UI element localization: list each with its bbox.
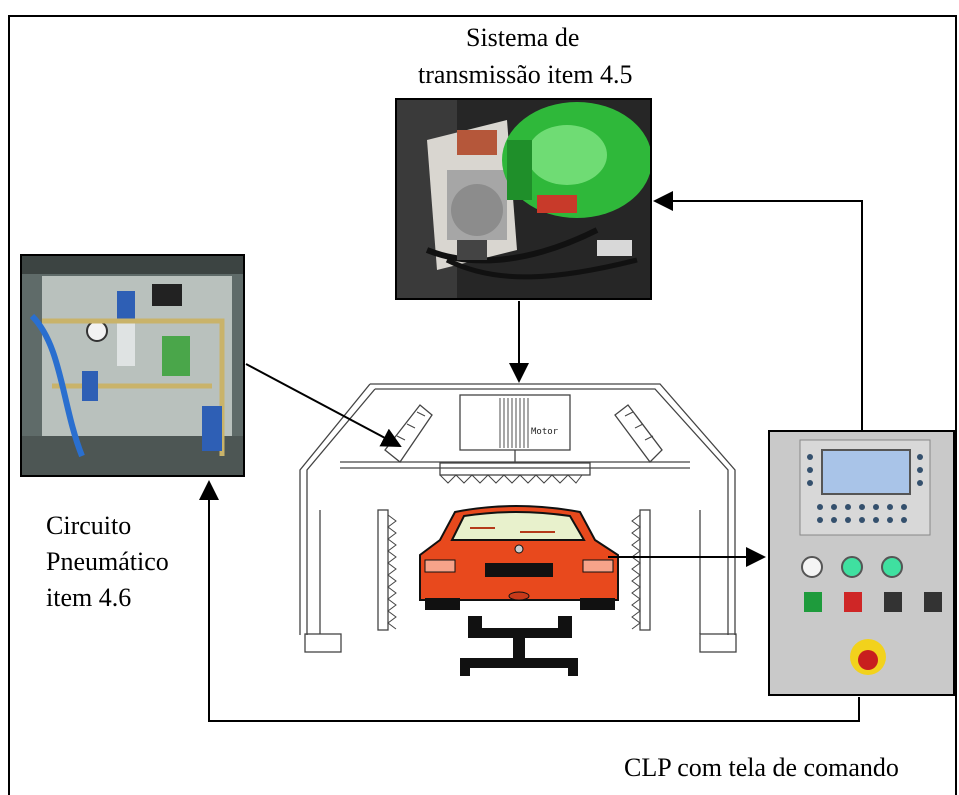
pneumatic-circuit-photo — [20, 254, 245, 477]
pneumatic-label-line3: item 4.6 — [46, 583, 132, 612]
pneumatic-label: Circuito Pneumático item 4.6 — [46, 508, 169, 616]
motor-label: Motor — [531, 427, 559, 437]
clp-panel-photo — [768, 430, 955, 696]
clp-label: CLP com tela de comando — [624, 753, 899, 782]
transmission-label-line1: Sistema de — [466, 23, 580, 52]
diagram-frame — [8, 15, 957, 795]
car-icon — [419, 505, 619, 610]
transmission-photo — [395, 98, 652, 300]
transmission-label-2: transmissão item 4.5 — [418, 59, 632, 91]
transmission-label: Sistema de — [466, 22, 579, 54]
pneumatic-label-line1: Circuito — [46, 511, 132, 540]
pneumatic-label-line2: Pneumático — [46, 547, 169, 576]
arrow-icon — [199, 191, 863, 722]
lift-stand — [460, 616, 578, 676]
transmission-label-line2: transmissão item 4.5 — [418, 60, 633, 89]
